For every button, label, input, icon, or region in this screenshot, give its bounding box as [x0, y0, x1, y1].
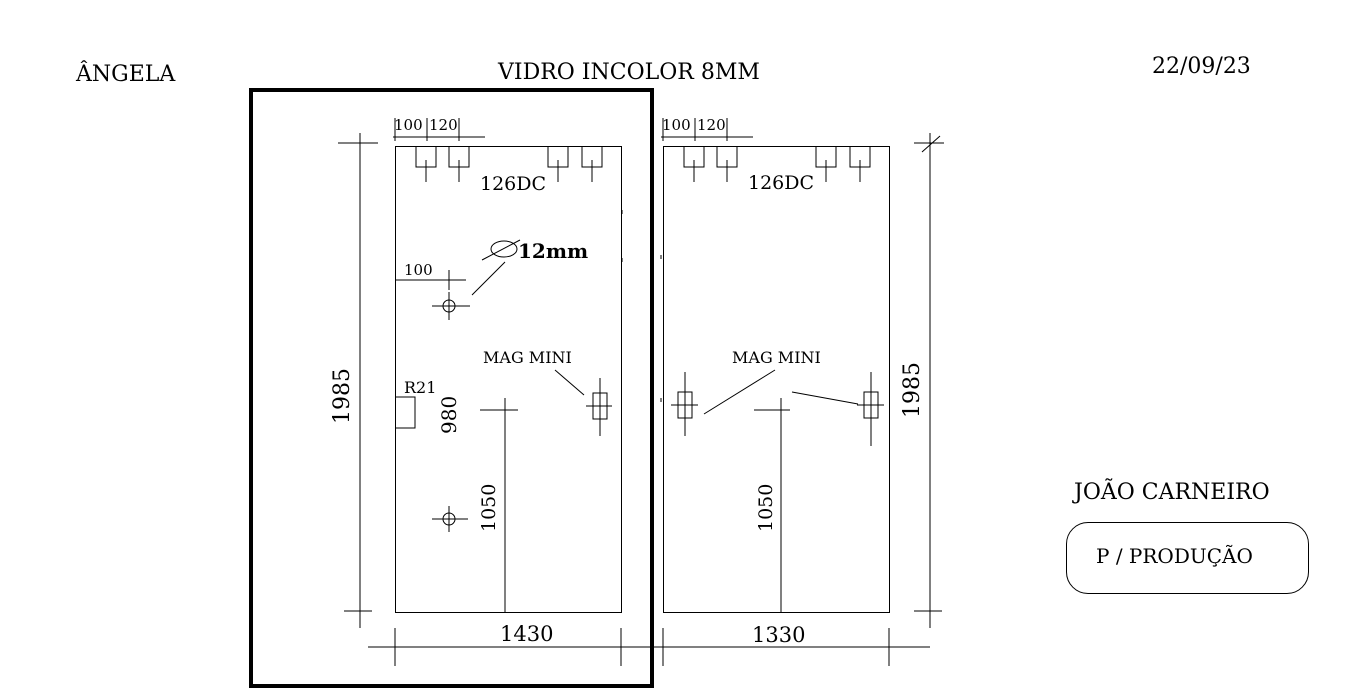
- drawing-title: VIDRO INCOLOR 8MM: [498, 60, 760, 85]
- left-width-label: 1430: [500, 622, 553, 646]
- right-height-label: 1050: [755, 484, 777, 532]
- right-lock-label: MAG MINI: [732, 348, 821, 367]
- stamp-label: P / PRODUÇÃO: [1096, 544, 1253, 568]
- left-dim-top-b: 120: [429, 116, 458, 134]
- left-hole-2: [432, 506, 468, 532]
- right-panel: [640, 118, 944, 666]
- right-hinge-3: [815, 147, 837, 182]
- left-glass: [395, 146, 622, 613]
- left-hinge-4: [581, 147, 603, 182]
- left-height-label: 1050: [478, 484, 500, 532]
- left-hinge-1: [415, 147, 437, 182]
- right-dim-top-a: 100: [662, 116, 691, 134]
- left-hardware-label: 126DC: [480, 173, 546, 195]
- left-hinge-2: [448, 147, 470, 182]
- left-lock-label: MAG MINI: [483, 348, 572, 367]
- right-mag-lock-right: [857, 372, 884, 446]
- right-dim-top-b: 120: [697, 116, 726, 134]
- left-hole-dim: 100: [404, 261, 433, 279]
- production-stamp: [1066, 522, 1309, 594]
- selection-frame: [249, 88, 654, 688]
- left-notch: [396, 396, 416, 429]
- left-mag-lock: [586, 378, 612, 436]
- right-hinge-2: [716, 147, 738, 182]
- left-handle-height: 980: [437, 396, 461, 434]
- left-total-height: 1985: [330, 368, 355, 424]
- author-name: JOÃO CARNEIRO: [1074, 480, 1270, 505]
- right-total-height: 1985: [900, 362, 925, 418]
- left-panel: [338, 118, 645, 666]
- right-mag-lock-left: [671, 372, 698, 436]
- left-hole-diameter: 12mm: [518, 239, 588, 263]
- client-name: ÂNGELA: [76, 62, 176, 87]
- right-hinge-4: [849, 147, 871, 182]
- left-hole-1: [432, 292, 470, 320]
- right-hinge-1: [683, 147, 705, 182]
- right-glass: [663, 146, 890, 613]
- left-cutout-label: R21: [404, 378, 436, 397]
- left-dim-top-a: 100: [394, 116, 423, 134]
- right-width-label: 1330: [752, 623, 805, 647]
- right-hardware-label: 126DC: [748, 172, 814, 194]
- left-hinge-3: [547, 147, 569, 182]
- drawing-date: 22/09/23: [1152, 54, 1251, 79]
